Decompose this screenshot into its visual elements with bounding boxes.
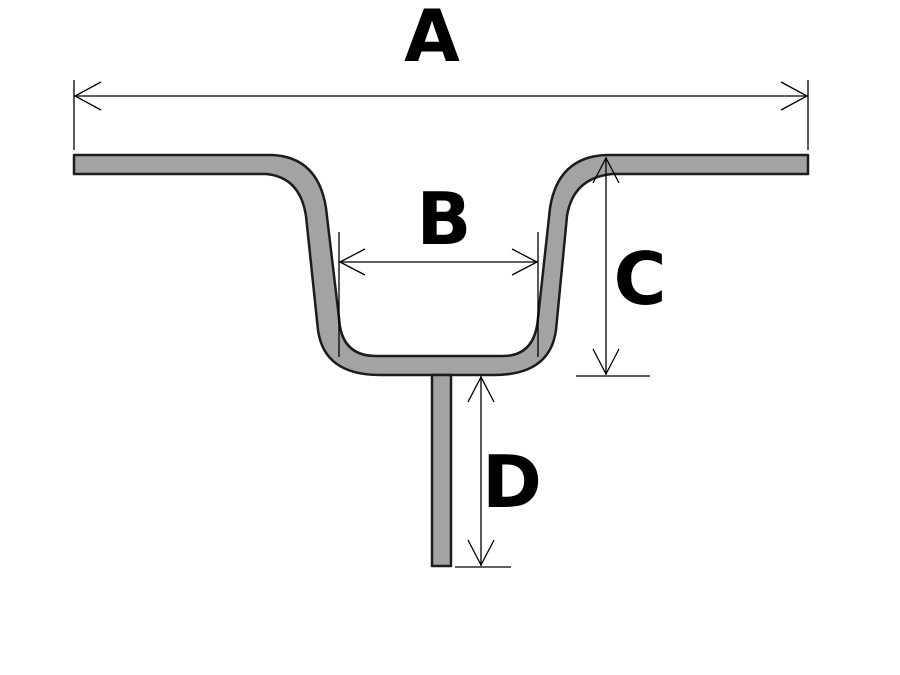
dimension-d-arrow-top [467,375,495,403]
bottom-stem [430,373,453,568]
dimension-c-arrow-top [592,156,620,184]
dimension-c-arrow-bottom [592,348,620,376]
dimension-a-label: A [404,0,460,78]
dimension-a-arrow-right [780,81,809,111]
dimension-a: A [73,0,809,150]
bracket-profile [72,153,810,568]
dimension-d-label: D [482,440,542,524]
dimension-b: B [338,177,539,357]
dimension-d-arrow-bottom [467,539,495,567]
dimension-c-label: C [614,237,667,321]
dimension-b-label: B [417,177,472,261]
dimension-a-arrow-left [73,81,102,111]
dimension-b-arrow-right [511,248,539,276]
dimension-d: D [455,375,542,568]
dimension-c: C [576,156,667,377]
dimension-b-arrow-left [338,248,366,276]
hat-channel [72,153,810,377]
